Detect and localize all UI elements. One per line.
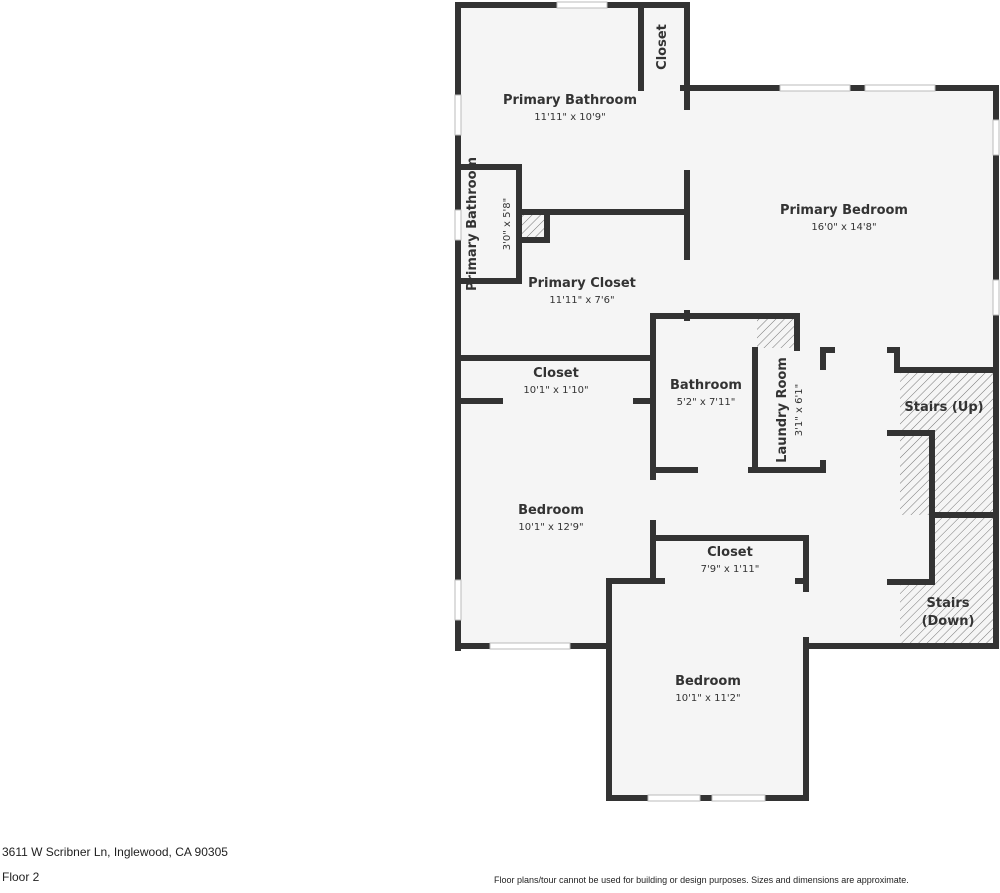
- room-name: Closet: [707, 545, 753, 560]
- room-name: Bedroom: [518, 503, 584, 518]
- room-name: Stairs (Up): [904, 400, 983, 415]
- room-name: Primary Bathroom: [465, 157, 480, 291]
- room-name: Bathroom: [670, 378, 742, 393]
- room-dims: 10'1" x 1'10": [523, 385, 588, 396]
- room-name: Primary Bedroom: [780, 203, 908, 218]
- room-dims: 7'9" x 1'11": [701, 564, 760, 575]
- room-name: Closet: [533, 366, 579, 381]
- room-dims: 10'1" x 12'9": [518, 522, 583, 533]
- room-dims: 11'11" x 7'6": [549, 295, 614, 306]
- room-dims: 3'1" x 6'1": [794, 384, 805, 436]
- room-name: Bedroom: [675, 674, 741, 689]
- room-name: Stairs: [927, 596, 970, 611]
- room-dims: 3'0" x 5'8": [502, 198, 513, 250]
- room-dims: (Down): [922, 614, 975, 629]
- room-dims: 16'0" x 14'8": [811, 222, 876, 233]
- room-labels: Primary Bathroom 11'11" x 10'9" Closet P…: [465, 24, 984, 704]
- room-name: Primary Bathroom: [503, 93, 637, 108]
- room-name: Primary Closet: [528, 276, 636, 291]
- room-name: Laundry Room: [775, 357, 790, 463]
- windows-and-openings: [454, 1, 1000, 802]
- hatched-areas: [522, 213, 993, 645]
- room-dims: 11'11" x 10'9": [534, 112, 606, 123]
- room-dims: 10'1" x 11'2": [675, 693, 740, 704]
- disclaimer: Floor plans/tour cannot be used for buil…: [494, 875, 909, 885]
- address: 3611 W Scribner Ln, Inglewood, CA 90305: [2, 845, 228, 859]
- floor-label: Floor 2: [2, 870, 40, 884]
- room-name: Closet: [655, 24, 670, 70]
- room-dims: 5'2" x 7'11": [677, 397, 736, 408]
